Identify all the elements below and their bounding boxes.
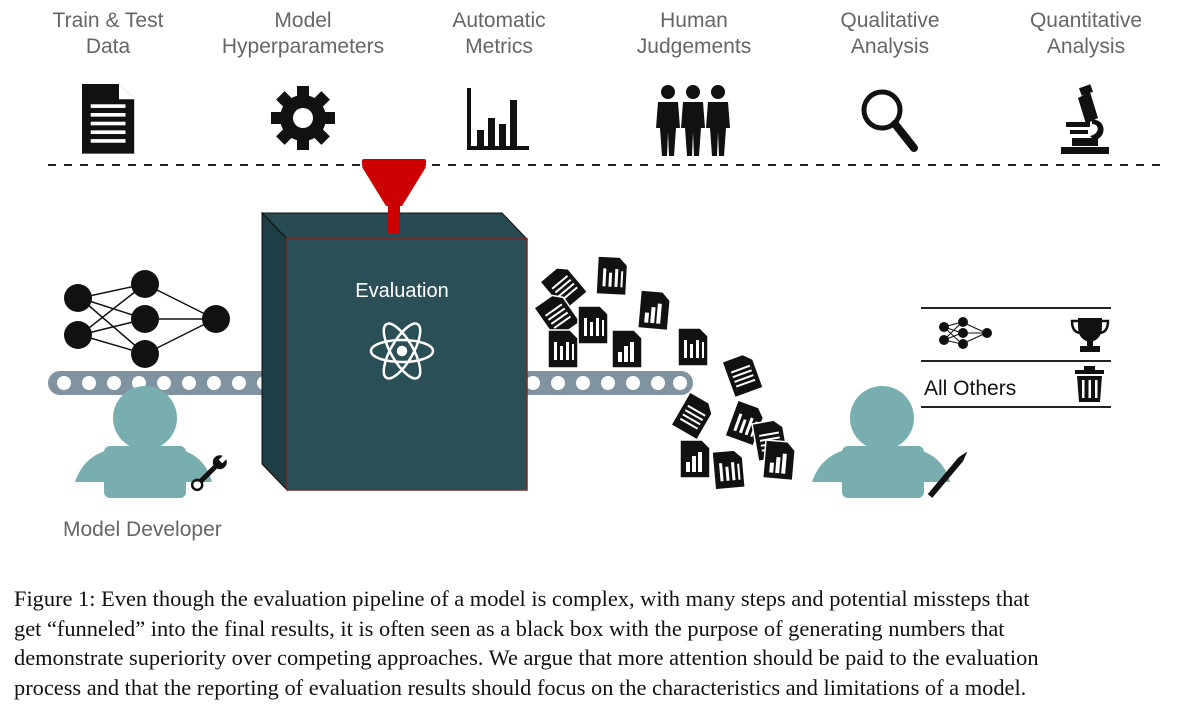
category-human-judgements: Human Judgements	[609, 8, 779, 60]
trophy-icon	[1070, 318, 1110, 352]
neural-network-icon	[64, 270, 230, 368]
figure-caption: Figure 1: Even though the evaluation pip…	[14, 584, 1194, 702]
category-title-line2: Data	[85, 35, 131, 58]
category-title-line2: Analysis	[1046, 35, 1126, 58]
category-model-hyperparameters: Model Hyperparameters	[218, 8, 388, 60]
conveyor-belt-left	[48, 371, 298, 395]
reader-figure	[812, 386, 950, 498]
model-developer-label: Model Developer	[63, 518, 222, 541]
category-title-line2: Analysis	[850, 35, 930, 58]
evaluation-box	[260, 211, 529, 492]
category-title-line1: Human	[660, 9, 728, 32]
category-automatic-metrics: Automatic Metrics	[414, 8, 584, 60]
pen-icon	[927, 451, 968, 498]
pipeline-illustration	[48, 83, 1160, 498]
gear-icon	[271, 86, 335, 150]
category-title-line1: Automatic	[452, 9, 546, 32]
category-quantitative-analysis: Quantitative Analysis	[1001, 8, 1171, 60]
category-title-line1: Train & Test	[52, 9, 164, 32]
microscope-icon	[1061, 84, 1109, 154]
category-train-test-data: Train & Test Data	[23, 8, 193, 60]
category-title-line2: Metrics	[465, 35, 533, 58]
wrench-icon	[190, 454, 228, 492]
people-icon	[656, 85, 730, 156]
category-title-line2: Hyperparameters	[221, 35, 385, 58]
conveyor-belt-right	[515, 371, 693, 395]
category-title-line1: Quantitative	[1029, 9, 1143, 32]
trash-icon	[1075, 366, 1104, 402]
caption-line: Figure 1: Even though the evaluation pip…	[14, 586, 1030, 611]
category-title-line1: Model	[274, 9, 332, 32]
atom-icon	[369, 322, 435, 380]
category-title-line1: Qualitative	[840, 9, 940, 32]
category-qualitative-analysis: Qualitative Analysis	[805, 8, 975, 60]
funnel-icon	[362, 159, 426, 233]
caption-line: process and that the reporting of evalua…	[14, 674, 1027, 700]
bar-chart-icon	[467, 88, 529, 150]
model-developer-figure	[75, 386, 212, 498]
caption-line: demonstrate superiority over competing a…	[14, 645, 1039, 670]
category-title-line2: Judgements	[636, 35, 752, 58]
evaluation-label: Evaluation	[355, 280, 449, 302]
leaderboard-table	[921, 307, 1111, 408]
magnifier-icon	[861, 89, 918, 152]
document-icon	[81, 83, 135, 155]
all-others-label: All Others	[924, 377, 1017, 400]
caption-line: get “funneled” into the final results, i…	[14, 615, 1005, 641]
leaderboard-model-icon	[939, 317, 992, 349]
